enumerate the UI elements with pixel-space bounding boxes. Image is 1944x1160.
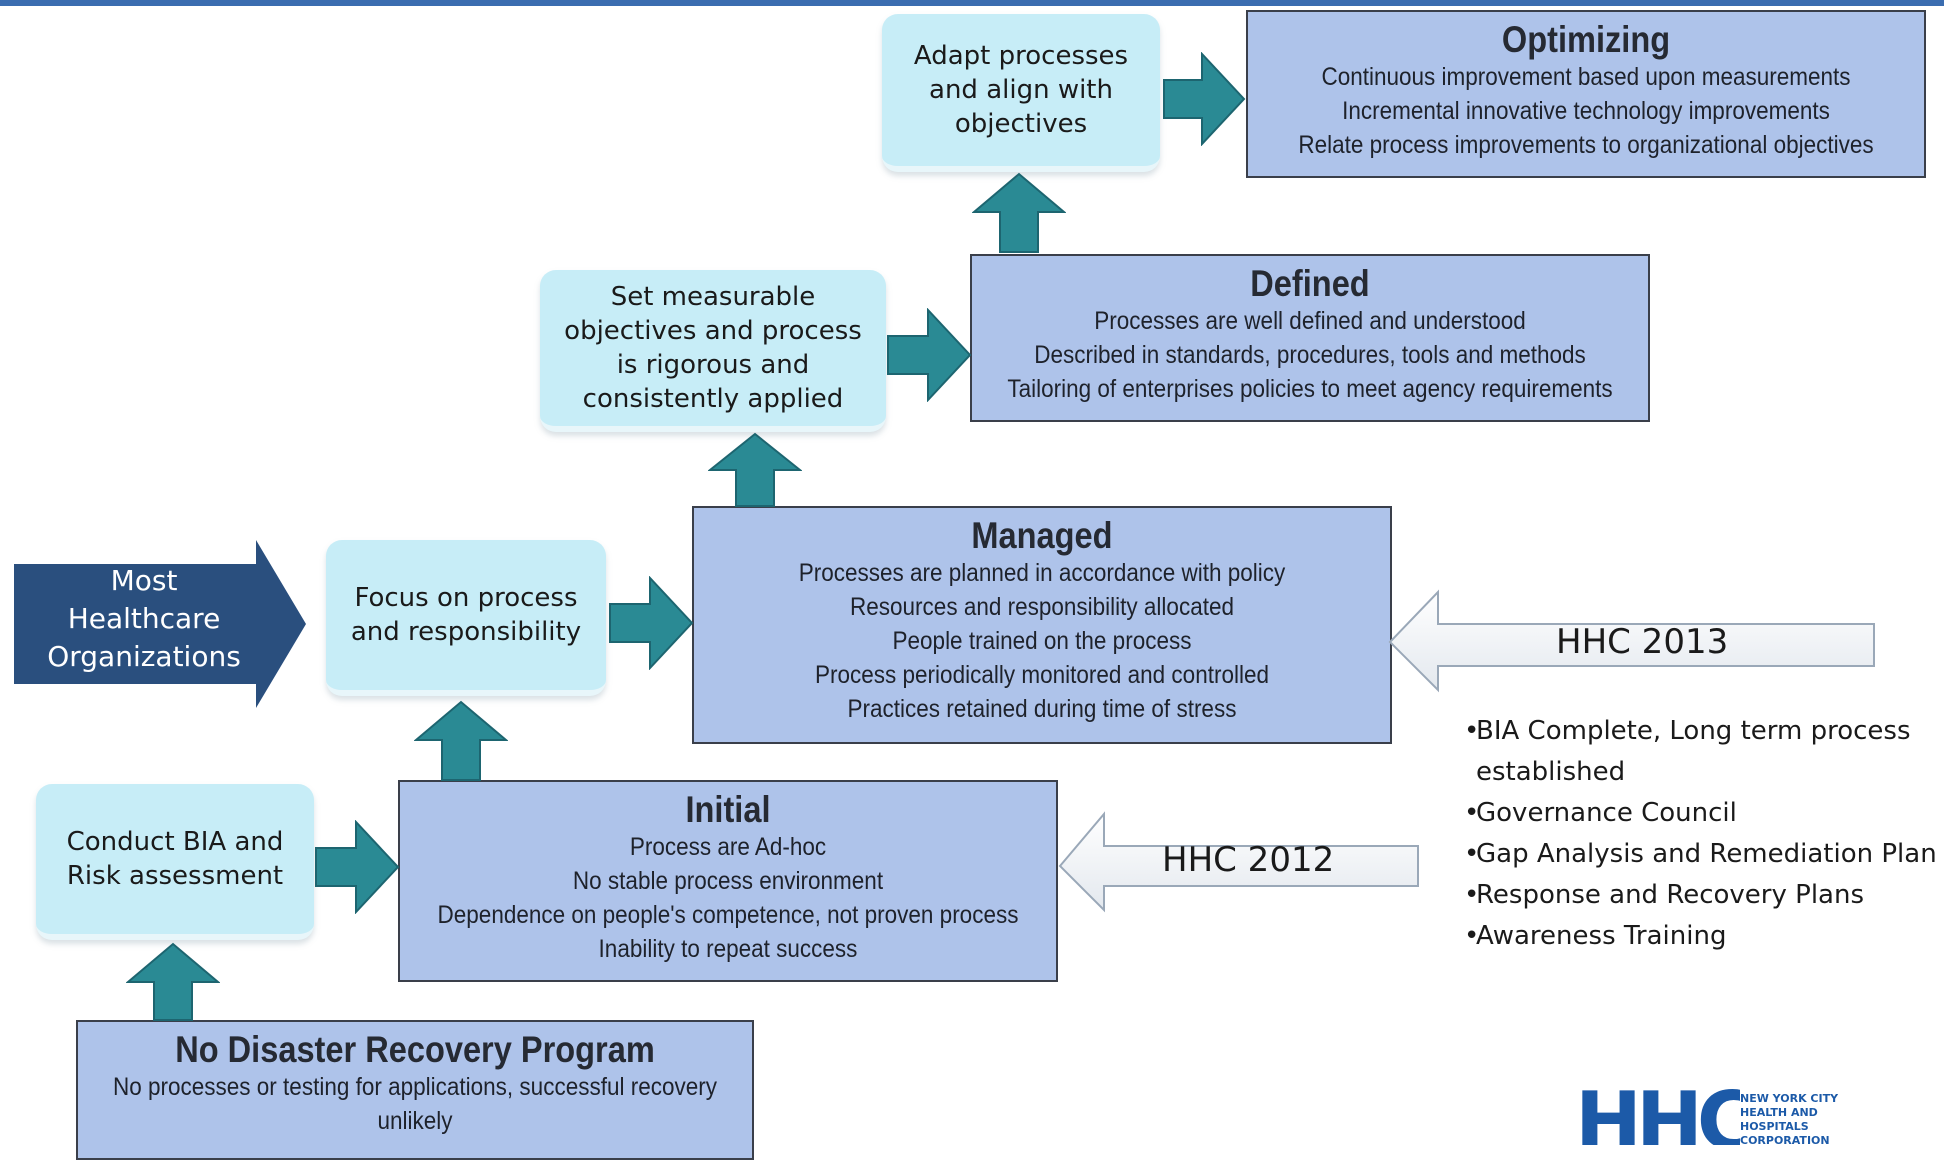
level-no-disaster-recovery: No Disaster Recovery Program No processe… [76, 1020, 754, 1160]
list-item: •Awareness Training [1464, 921, 1727, 951]
action-conduct-bia: Conduct BIA and Risk assessment [36, 784, 314, 940]
list-item: •BIA Complete, Long term process establi… [1464, 716, 1911, 787]
level-optimizing: Optimizing Continuous improvement based … [1246, 10, 1926, 178]
level-line: unlikely [377, 1107, 453, 1135]
level-line: Dependence on people's competence, not p… [437, 901, 1019, 929]
level-title: Defined [1250, 263, 1370, 304]
level-title: Initial [685, 789, 771, 830]
level-defined: Defined Processes are well defined and u… [970, 254, 1650, 422]
level-line: Relate process improvements to organizat… [1298, 131, 1874, 159]
level-line: Tailoring of enterprises policies to mee… [1007, 375, 1613, 403]
list-item: •Response and Recovery Plans [1464, 880, 1864, 910]
up-arrow-icon [708, 432, 802, 507]
level-line: No stable process environment [572, 867, 884, 895]
right-arrow-icon [609, 576, 694, 670]
most-healthcare-label: Most Healthcare Organizations [47, 564, 241, 673]
level-initial: Initial Process are Ad-hoc No stable pro… [398, 780, 1058, 982]
up-arrow-icon [126, 942, 220, 1021]
action-set-measurable-objectives: Set measurable objectives and process is… [540, 270, 886, 432]
level-line: Process are Ad-hoc [629, 833, 827, 861]
level-managed: Managed Processes are planned in accorda… [692, 506, 1392, 744]
level-line: Incremental innovative technology improv… [1342, 97, 1830, 125]
right-arrow-icon [1163, 52, 1246, 146]
hhc-2013-label: HHC 2013 [1556, 622, 1729, 662]
hhc-2012-label: HHC 2012 [1162, 840, 1335, 880]
level-title: Managed [971, 515, 1113, 556]
hhc-2013-accomplishments-list: •BIA Complete, Long term process establi… [1464, 711, 1944, 957]
action-adapt-processes: Adapt processes and align with objective… [882, 14, 1160, 172]
svg-text:HHC: HHC [1575, 1085, 1740, 1145]
level-title: Optimizing [1501, 19, 1671, 60]
up-arrow-icon [972, 172, 1066, 253]
level-title: No Disaster Recovery Program [175, 1029, 655, 1070]
action-focus-on-process: Focus on process and responsibility [326, 540, 606, 696]
up-arrow-icon [414, 700, 508, 781]
level-line: No processes or testing for applications… [112, 1073, 718, 1101]
level-line: Resources and responsibility allocated [850, 593, 1234, 621]
list-item: •Gap Analysis and Remediation Plan [1464, 839, 1937, 869]
level-line: Process periodically monitored and contr… [815, 661, 1269, 689]
level-line: Described in standards, procedures, tool… [1034, 341, 1586, 369]
level-line: Practices retained during time of stress [847, 695, 1237, 723]
level-line: Continuous improvement based upon measur… [1321, 63, 1851, 91]
right-arrow-icon [887, 308, 972, 402]
level-line: Processes are well defined and understoo… [1094, 307, 1526, 335]
top-border-bar [0, 0, 1944, 6]
hhc-2012-callout-arrow [1058, 811, 1419, 913]
hhc-logo: HHC [1575, 1085, 1740, 1145]
level-line: Processes are planned in accordance with… [798, 559, 1286, 587]
hhc-logo-text: NEW YORK CITY HEALTH AND HOSPITALS CORPO… [1740, 1092, 1839, 1147]
most-healthcare-arrow [14, 540, 306, 708]
hhc-2013-callout-arrow [1388, 589, 1875, 693]
list-item: •Governance Council [1464, 798, 1737, 828]
level-line: Inability to repeat success [598, 935, 858, 963]
level-line: People trained on the process [892, 627, 1192, 655]
right-arrow-icon [315, 820, 400, 914]
